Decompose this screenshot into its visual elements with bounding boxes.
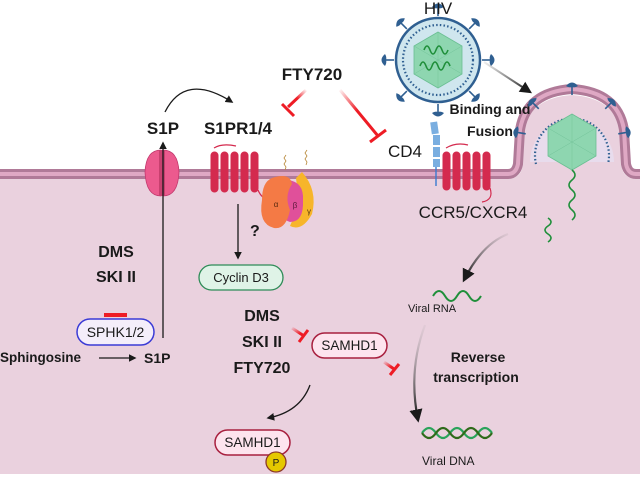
hiv-to-fusion-arrow — [483, 61, 533, 94]
fusing-virion-icon — [511, 81, 633, 171]
phosphate-icon — [265, 451, 287, 473]
released-rna-strand — [568, 169, 576, 221]
s1p-to-receptor-arrow — [164, 88, 234, 113]
label-viral-dna: Viral DNA — [422, 454, 474, 468]
reverse-transcription-arrow — [409, 324, 427, 423]
label-hiv: HIV — [424, 0, 453, 18]
label-s1p-top: S1P — [147, 119, 179, 138]
label-samhd1: SAMHD1 — [321, 338, 377, 353]
released-rna-strand-2 — [544, 217, 552, 243]
s1p-transporter-icon — [144, 149, 180, 197]
label-sphk: SPHK1/2 — [87, 324, 145, 340]
label-question: ? — [250, 223, 260, 240]
viral-dna-icon — [421, 426, 493, 440]
samhd1-phosphorylation-arrow — [266, 384, 311, 421]
fty720-inhibits-cd4 — [338, 89, 387, 144]
s1pr-receptor-icon — [210, 144, 273, 201]
g-gamma-label: γ — [307, 207, 311, 216]
hiv-virion-icon — [380, 2, 496, 118]
cyclin-d3-node: Cyclin D3 — [198, 264, 284, 291]
uncoating-arrow — [462, 232, 509, 283]
label-binding-fusion-1: Binding and — [450, 101, 531, 117]
label-reverse-2: transcription — [433, 369, 519, 385]
label-s1pr: S1PR1/4 — [204, 119, 273, 138]
viral-rna-icon — [432, 290, 482, 302]
samhd1-phosphorylated-node: SAMHD1 P — [214, 429, 291, 473]
samhd1-inhibits-rt — [383, 360, 401, 376]
label-ski-left: SKI II — [96, 269, 136, 286]
cd4-receptor-icon — [430, 121, 440, 186]
sphk-node: SPHK1/2 — [76, 318, 155, 346]
drugs-inhibit-samhd1 — [291, 326, 310, 343]
label-fty720-top: FTY720 — [282, 65, 342, 84]
label-reverse-1: Reverse — [451, 349, 506, 365]
label-dms-mid: DMS — [244, 308, 280, 325]
label-binding-fusion-2: Fusion — [467, 123, 513, 139]
label-fty-mid: FTY720 — [234, 360, 291, 377]
label-cd4: CD4 — [388, 142, 422, 161]
dms-ski-inhibit-sphk — [104, 290, 127, 317]
label-viral-rna: Viral RNA — [408, 303, 457, 315]
label-ski-mid: SKI II — [242, 334, 282, 351]
label-s1p-bottom: S1P — [144, 350, 170, 366]
g-beta-label: β — [293, 201, 298, 210]
samhd1-node: SAMHD1 — [311, 332, 388, 359]
g-protein-icon: α β γ — [261, 149, 314, 229]
ccr5-cxcr4-receptor-icon — [442, 143, 492, 203]
fty720-inhibits-s1pr — [280, 88, 308, 118]
label-samhd1-p: SAMHD1 — [224, 435, 280, 450]
label-sphingosine: Sphingosine — [0, 350, 81, 365]
label-cyclin-d3: Cyclin D3 — [213, 270, 269, 285]
label-phospho: P — [273, 458, 280, 469]
g-alpha-label: α — [274, 200, 279, 209]
label-dms-left: DMS — [98, 244, 134, 261]
label-ccr5-cxcr4: CCR5/CXCR4 — [419, 203, 528, 222]
